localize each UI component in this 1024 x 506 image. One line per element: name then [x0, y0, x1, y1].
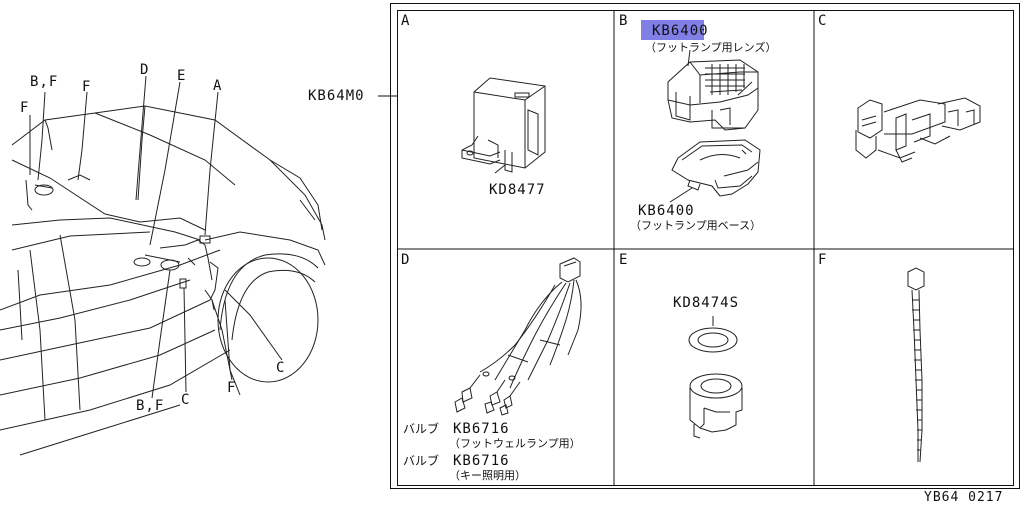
bulb1-note: （フットウェルランプ用）	[449, 437, 581, 450]
parts-grid	[397, 10, 1014, 486]
footer-code: YB64 0217	[924, 490, 1004, 505]
callout-f-left: F	[20, 100, 30, 116]
callout-c-bottom: C	[181, 392, 191, 408]
part-b-top-code[interactable]: KB6400	[652, 23, 709, 39]
part-e-code: KD8474S	[673, 295, 740, 311]
bulb2-note: （キー照明用）	[449, 469, 526, 482]
callout-bf-top: B,F	[30, 74, 59, 90]
bulb2-part-code: KB6716	[453, 453, 510, 469]
bulb1-label: バルブ	[403, 422, 440, 436]
cell-e-letter: E	[619, 252, 629, 268]
part-b-top-note: （フットランプ用レンズ）	[645, 41, 777, 54]
bulb2-label: バルブ	[403, 454, 440, 468]
part-a-code: KD8477	[489, 182, 546, 198]
assembly-code: KB64M0	[308, 88, 365, 104]
bulb1-part-code: KB6716	[453, 421, 510, 437]
callout-c-right: C	[276, 360, 286, 376]
callout-bf-bottom: B,F	[136, 398, 165, 414]
part-b-highlight	[641, 20, 704, 40]
cell-f-letter: F	[818, 252, 828, 268]
callout-d: D	[140, 62, 150, 78]
parts-grid-frame	[390, 3, 1020, 489]
cell-c-letter: C	[818, 13, 828, 29]
cell-b-letter: B	[619, 13, 629, 29]
callout-f-bottom: F	[227, 380, 237, 396]
callout-f-mid: F	[82, 79, 92, 95]
part-b-bottom-note: （フットランプ用ベース）	[630, 219, 762, 232]
callout-e: E	[177, 68, 187, 84]
part-b-bottom-code: KB6400	[638, 203, 695, 219]
callout-a: A	[213, 78, 223, 94]
cell-a-letter: A	[401, 13, 411, 29]
cell-d-letter: D	[401, 252, 411, 268]
